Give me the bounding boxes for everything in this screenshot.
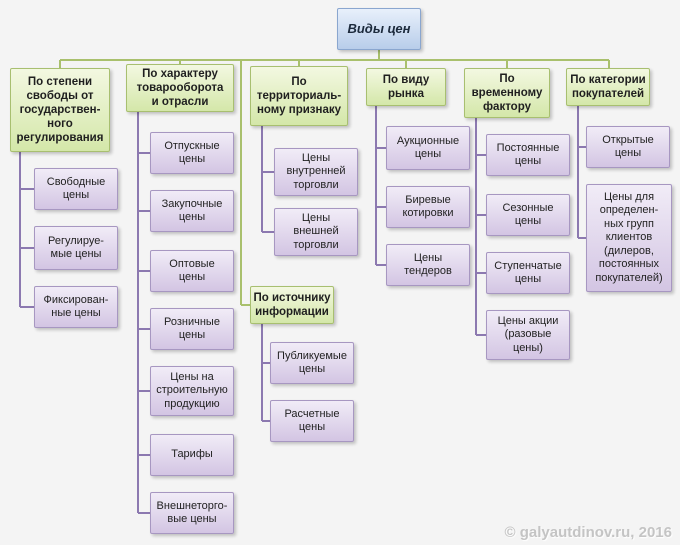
category-state-regulation: По степени свободы от государствен- ного… xyxy=(10,68,110,152)
price-type-seasonal: Сезонные цены xyxy=(486,194,570,236)
price-type-regulated: Регулируе- мые цены xyxy=(34,226,118,270)
price-type-client-groups: Цены для определен- ных групп клиентов (… xyxy=(586,184,672,292)
category-territorial: По территориаль- ному признаку xyxy=(250,66,348,126)
price-type-tenders: Цены тендеров xyxy=(386,244,470,286)
price-type-wholesale: Оптовые цены xyxy=(150,250,234,292)
price-type-constant: Постоянные цены xyxy=(486,134,570,176)
price-type-release: Отпускные цены xyxy=(150,132,234,174)
category-time-factor: По временному фактору xyxy=(464,68,550,118)
price-type-domestic-trade: Цены внутренней торговли xyxy=(274,148,358,196)
price-type-published: Публикуемые цены xyxy=(270,342,354,384)
price-type-auction: Аукционные цены xyxy=(386,126,470,170)
price-type-foreign-trade: Внешнеторго- вые цены xyxy=(150,492,234,534)
root-node: Виды цен xyxy=(337,8,421,50)
category-market-type: По виду рынка xyxy=(366,68,446,106)
price-type-external-trade: Цены внешней торговли xyxy=(274,208,358,256)
price-type-stepped: Ступенчатые цены xyxy=(486,252,570,294)
category-info-source: По источнику информации xyxy=(250,286,334,324)
price-type-purchase: Закупочные цены xyxy=(150,190,234,232)
category-buyer-type: По категории покупателей xyxy=(566,68,650,106)
price-type-construction: Цены на строительную продукцию xyxy=(150,366,234,416)
price-type-promo: Цены акции (разовые цены) xyxy=(486,310,570,360)
price-type-exchange-quotes: Биревые котировки xyxy=(386,186,470,228)
price-type-retail: Розничные цены xyxy=(150,308,234,350)
price-type-calculated: Расчетные цены xyxy=(270,400,354,442)
price-type-tariffs: Тарифы xyxy=(150,434,234,476)
watermark: © galyautdinov.ru, 2016 xyxy=(504,524,673,541)
price-type-fixed: Фиксирован- ные цены xyxy=(34,286,118,328)
price-type-open: Открытые цены xyxy=(586,126,670,168)
category-trade-industry: По характеру товарооборота и отрасли xyxy=(126,64,234,112)
price-type-free: Свободные цены xyxy=(34,168,118,210)
